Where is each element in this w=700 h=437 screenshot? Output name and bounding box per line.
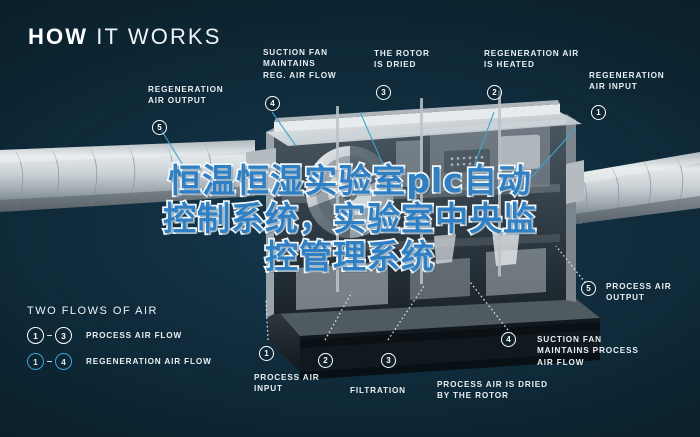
callout-label-regeneration-air-heated: REGENERATION AIR IS HEATED [484, 49, 580, 70]
callout-marker-1-regen-input[interactable]: 1 [591, 105, 606, 120]
leader-lines-dotted [265, 245, 589, 341]
callout-marker-5-regeneration-air-output[interactable]: 5 [152, 120, 167, 135]
callout-label-suction-fan-process-air-flow: SUCTION FAN MAINTAINS PROCESS AIR FLOW [537, 335, 639, 367]
legend-label-regeneration-air-flow: REGENERATION AIR FLOW [86, 357, 212, 366]
callout-marker-2-filtration[interactable]: 2 [318, 353, 333, 368]
callout-label-filtration: FILTRATION [350, 386, 406, 395]
legend-dash-process: – [46, 330, 53, 341]
legend-marker-1-process: 1 [27, 327, 44, 344]
machine-cabinet [246, 90, 584, 318]
legend-row-process-air-flow: 1 – 3 PROCESS AIR FLOW [27, 327, 182, 344]
callout-label-regeneration-air-output: REGENERATION AIR OUTPUT [148, 85, 224, 106]
legend-dash-regeneration: – [46, 356, 53, 367]
callout-marker-5-process-air-output[interactable]: 5 [581, 281, 596, 296]
callout-label-suction-fan-reg-air-flow: SUCTION FAN MAINTAINS REG. AIR FLOW [263, 48, 337, 80]
callout-label-process-air-dried-by-rotor: PROCESS AIR IS DRIED BY THE ROTOR [437, 380, 548, 401]
callout-marker-3-process-air-dried[interactable]: 3 [381, 353, 396, 368]
legend-title: TWO FLOWS OF AIR [27, 305, 158, 317]
page-title: HOW IT WORKS [28, 24, 221, 50]
callout-marker-2-regen-heated[interactable]: 2 [487, 85, 502, 100]
page-title-strong: HOW [28, 24, 89, 49]
leader-lines-solid [159, 111, 577, 191]
legend-marker-4-regeneration: 4 [55, 353, 72, 370]
legend-label-process-air-flow: PROCESS AIR FLOW [86, 331, 183, 340]
page-title-rest: IT WORKS [96, 24, 222, 49]
left-duct [0, 140, 255, 212]
callout-marker-4-suction-fan-process[interactable]: 4 [501, 332, 516, 347]
callout-label-regeneration-air-input: REGENERATION AIR INPUT [589, 71, 665, 92]
callout-label-rotor-is-dried: THE ROTOR IS DRIED [374, 49, 430, 70]
callout-marker-4-suction-fan-reg[interactable]: 4 [265, 96, 280, 111]
callout-label-process-air-input: PROCESS AIR INPUT [254, 373, 320, 394]
legend-row-regeneration-air-flow: 1 – 4 REGENERATION AIR FLOW [27, 353, 212, 370]
callout-marker-1-process-air-input[interactable]: 1 [259, 346, 274, 361]
legend-marker-1-regeneration: 1 [27, 353, 44, 370]
legend-marker-3-process: 3 [55, 327, 72, 344]
right-duct [560, 152, 700, 226]
callout-marker-3-rotor-dried[interactable]: 3 [376, 85, 391, 100]
callout-label-process-air-output: PROCESS AIR OUTPUT [606, 282, 672, 303]
